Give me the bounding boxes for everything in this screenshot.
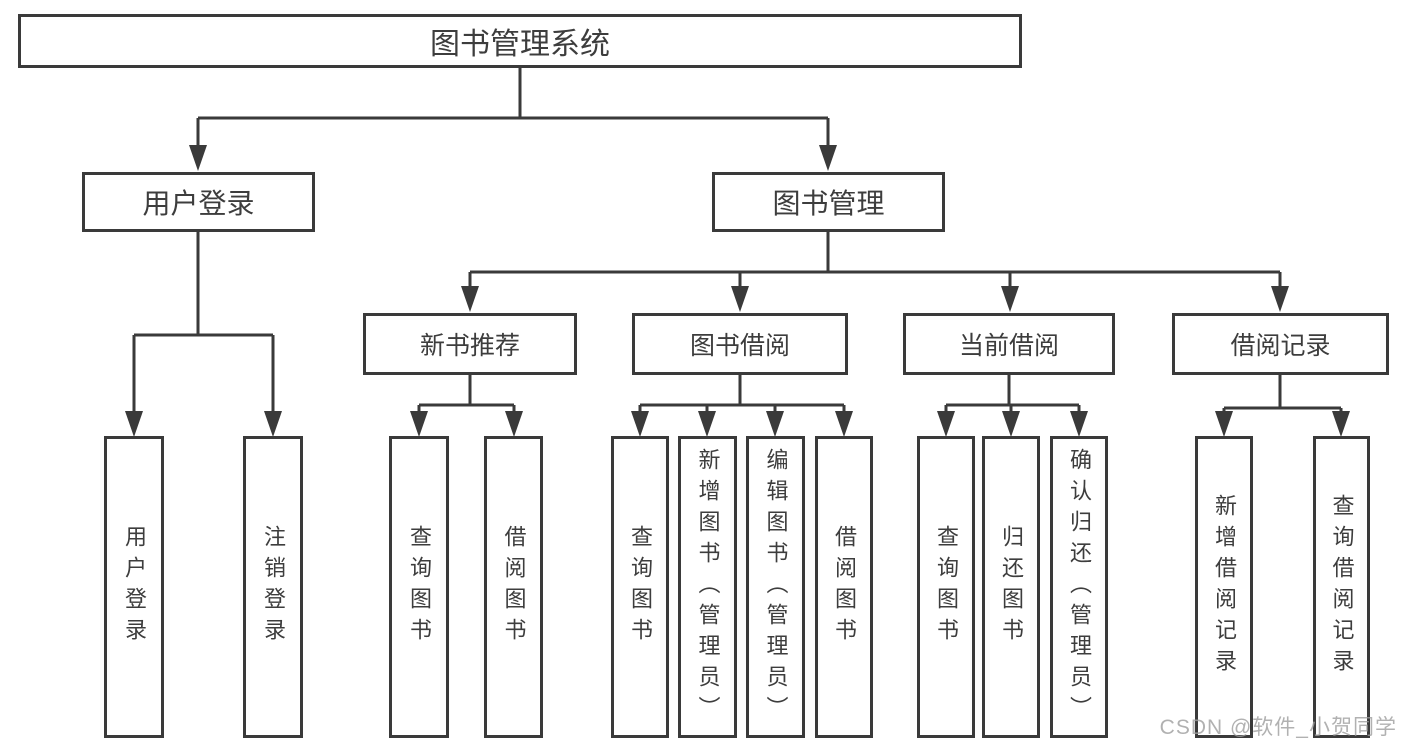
leaf-logout: 注销登录 — [243, 436, 303, 738]
node-label: 归还图书 — [999, 525, 1024, 649]
node-new-book-recommend: 新书推荐 — [363, 313, 577, 375]
node-label: 编辑图书（管理员） — [763, 447, 789, 727]
node-label: 查询图书 — [934, 525, 959, 649]
node-label: 新增借阅记录 — [1212, 494, 1237, 680]
node-label: 借阅记录 — [1230, 332, 1331, 360]
node-borrow-records: 借阅记录 — [1172, 313, 1389, 375]
node-label: 查询图书 — [407, 525, 432, 649]
node-label: 新书推荐 — [419, 332, 520, 360]
leaf-search-books-recommend: 查询图书 — [389, 436, 449, 738]
node-root-library-system: 图书管理系统 — [18, 14, 1022, 68]
node-label: 借阅图书 — [832, 525, 857, 649]
connector-book-borrow-to-leaves — [638, 373, 846, 415]
leaf-confirm-return-admin: 确认归还（管理员） — [1050, 436, 1108, 738]
leaf-borrow-books-borrow: 借阅图书 — [815, 436, 873, 738]
node-label: 确认归还（管理员） — [1067, 447, 1092, 727]
connector-book-management-to-level3 — [468, 230, 1282, 292]
leaf-add-borrow-record: 新增借阅记录 — [1195, 436, 1253, 738]
node-label: 用户登录 — [142, 188, 255, 219]
connector-borrow-records-to-leaves — [1222, 373, 1343, 415]
leaf-return-books: 归还图书 — [982, 436, 1040, 738]
node-label: 注销登录 — [261, 525, 286, 649]
node-book-management: 图书管理 — [712, 172, 945, 232]
leaf-borrow-books-recommend: 借阅图书 — [484, 436, 543, 738]
node-label: 新增图书（管理员） — [695, 447, 721, 727]
leaf-add-books-admin: 新增图书（管理员） — [678, 436, 737, 738]
node-user-login: 用户登录 — [82, 172, 315, 232]
connector-current-borrow-to-leaves — [944, 373, 1081, 415]
node-label: 查询借阅记录 — [1329, 494, 1355, 680]
node-label: 图书管理 — [772, 188, 885, 219]
connector-root-to-level2 — [196, 66, 830, 150]
node-label: 当前借阅 — [958, 332, 1059, 360]
leaf-user-login: 用户登录 — [104, 436, 164, 738]
connector-user-login-to-leaves — [132, 230, 275, 415]
leaf-search-books-borrow: 查询图书 — [611, 436, 669, 738]
node-label: 图书借阅 — [689, 332, 790, 360]
leaf-search-borrow-record: 查询借阅记录 — [1313, 436, 1370, 738]
csdn-watermark: CSDN @软件_小贺同学 — [1159, 716, 1397, 739]
leaf-search-books-current: 查询图书 — [917, 436, 975, 738]
node-label: 用户登录 — [122, 525, 147, 649]
node-current-borrow: 当前借阅 — [903, 313, 1115, 375]
node-book-borrow: 图书借阅 — [632, 313, 848, 375]
node-label: 查询图书 — [628, 525, 653, 649]
node-label: 借阅图书 — [501, 525, 527, 649]
leaf-edit-books-admin: 编辑图书（管理员） — [746, 436, 805, 738]
node-label: 图书管理系统 — [430, 28, 610, 61]
connector-new-book-to-leaves — [417, 373, 516, 415]
